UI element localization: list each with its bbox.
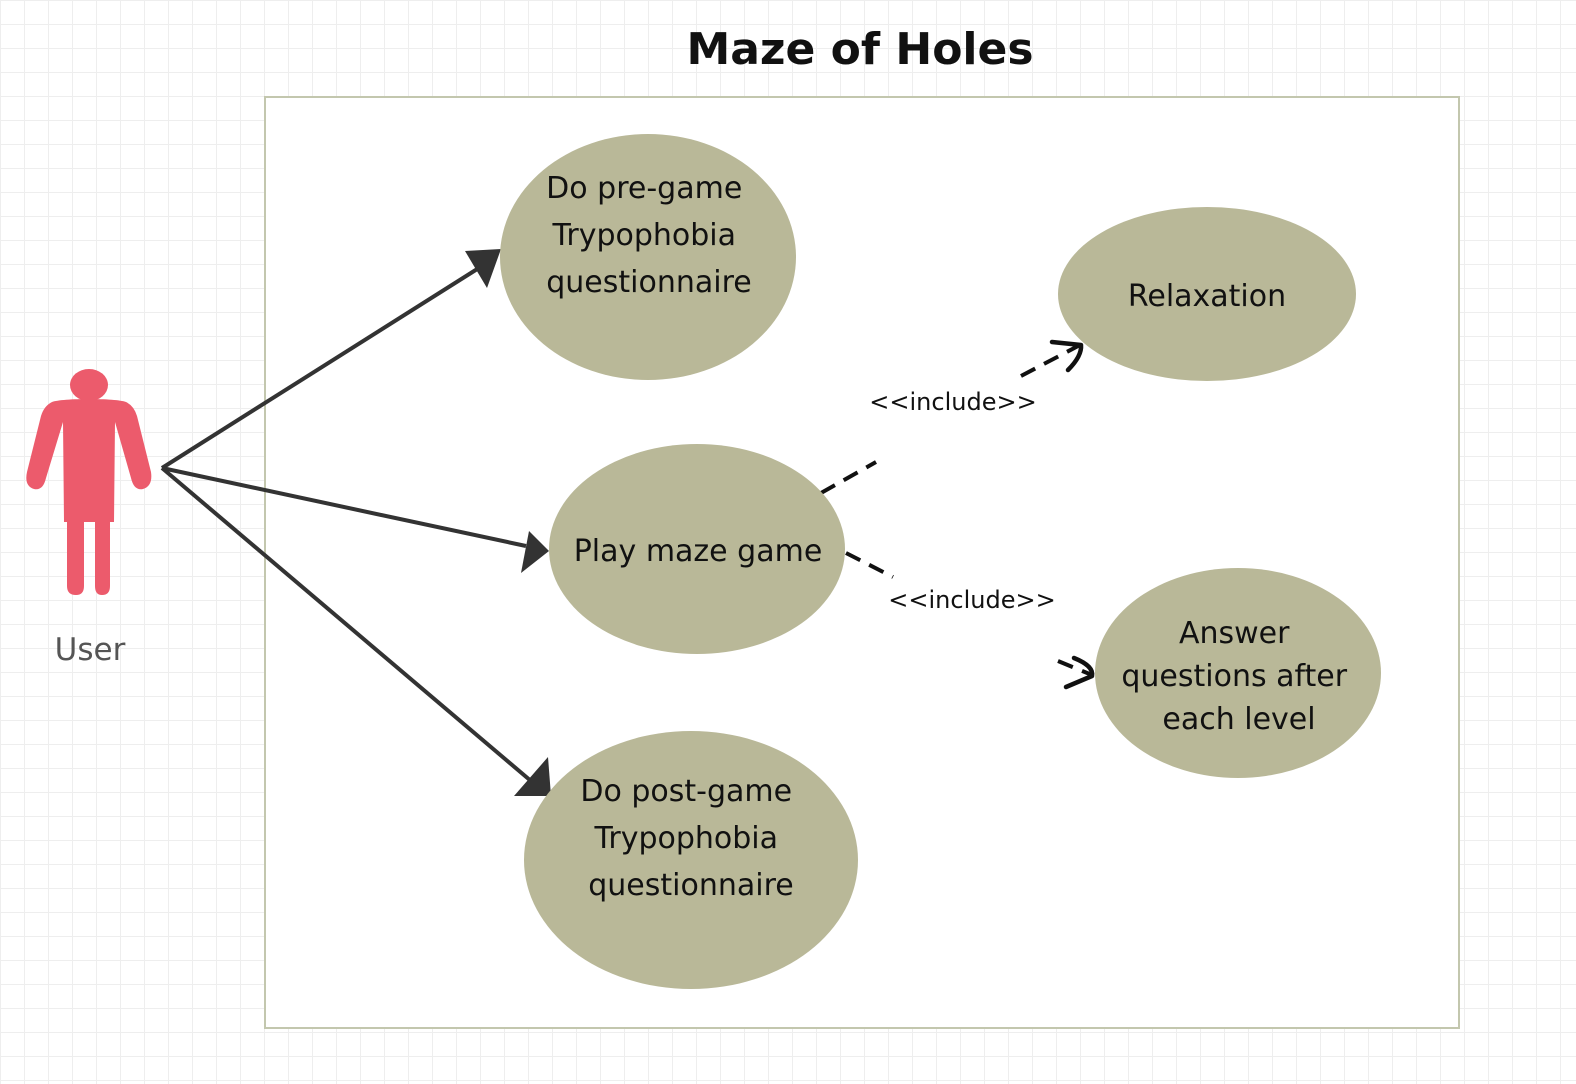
use-case-label: Relaxation (1128, 279, 1286, 314)
open-arrowhead (1049, 339, 1084, 373)
use-case-answer-questions[interactable]: Answer questions after each level (1095, 568, 1381, 778)
use-case-play-maze-game[interactable]: Play maze game (549, 444, 845, 654)
use-case-label: Do pre-game Trypophobia questionnaire (546, 171, 752, 300)
include-label: <<include>> (869, 388, 1036, 416)
use-case-post-game-questionnaire[interactable]: Do post-game Trypophobia questionnaire (524, 731, 858, 989)
use-case-relaxation[interactable]: Relaxation (1058, 207, 1356, 381)
arrowhead (514, 757, 551, 796)
arrowhead (465, 249, 501, 288)
association-actor-post (160, 466, 551, 796)
diagram-title: Maze of Holes (686, 24, 1033, 75)
actor-user[interactable]: User (26, 369, 152, 668)
include-play-relaxation: <<include>> (820, 339, 1084, 495)
arrowhead (521, 531, 549, 573)
actor-label: User (55, 632, 126, 668)
include-label: <<include>> (888, 586, 1055, 614)
use-case-label: Answer questions after each level (1121, 616, 1356, 737)
use-case-label: Do post-game Trypophobia questionnaire (580, 774, 801, 903)
open-arrowhead (1063, 655, 1095, 690)
association-actor-play (161, 466, 549, 573)
use-case-label: Play maze game (574, 534, 823, 569)
person-icon (26, 369, 152, 595)
use-case-pre-game-questionnaire[interactable]: Do pre-game Trypophobia questionnaire (500, 134, 796, 380)
include-play-answer: <<include>> (845, 551, 1095, 690)
association-actor-pre (160, 249, 501, 470)
